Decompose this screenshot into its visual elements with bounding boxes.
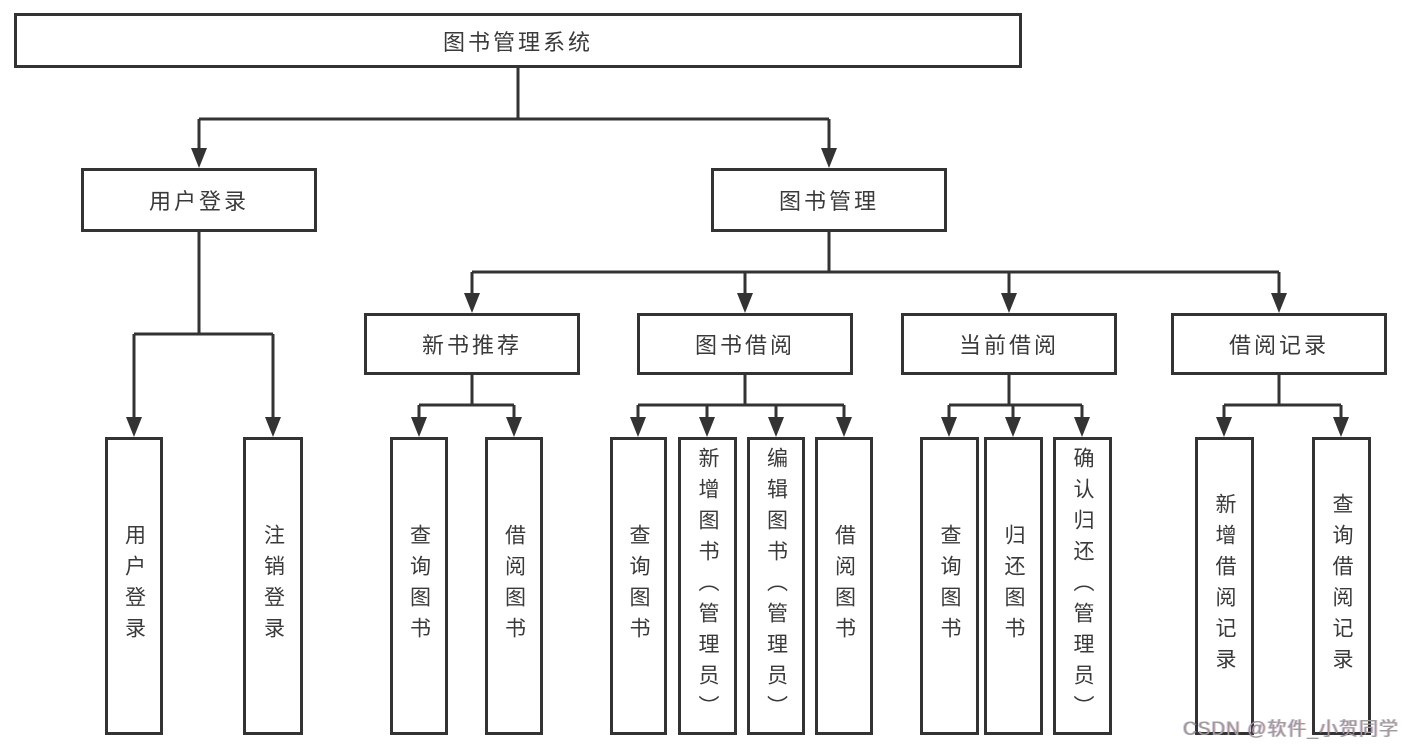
node-borrow-records-label: 借阅记录 — [1228, 333, 1329, 358]
node-borrow-records: 借阅记录 — [1171, 313, 1387, 375]
leaf-query-book-borrow: 查询图书 — [610, 437, 667, 735]
leaf-logout: 注销登录 — [243, 437, 303, 735]
leaf-confirm-return-admin: 确认归还（管理员） — [1053, 437, 1112, 735]
leaf-add-book-admin: 新增图书（管理员） — [678, 437, 737, 735]
node-root-label: 图书管理系统 — [442, 29, 593, 55]
leaf-add-borrow-record: 新增借阅记录 — [1195, 437, 1254, 735]
node-book-borrow-label: 图书借阅 — [694, 333, 795, 358]
leaf-borrow-book-recommend: 借阅图书 — [485, 437, 543, 735]
leaf-return-book: 归还图书 — [984, 437, 1043, 735]
node-new-book-recommend-label: 新书推荐 — [421, 333, 522, 358]
leaf-borrow-book: 借阅图书 — [815, 437, 873, 735]
node-root: 图书管理系统 — [14, 13, 1022, 68]
node-book-borrow: 图书借阅 — [637, 313, 853, 375]
node-book-management: 图书管理 — [711, 168, 947, 232]
leaf-edit-book-admin: 编辑图书（管理员） — [747, 437, 805, 735]
csdn-watermark: CSDN @软件_小贺同学 — [1183, 719, 1399, 740]
node-user-login: 用户登录 — [81, 168, 317, 232]
node-user-login-label: 用户登录 — [148, 189, 249, 214]
node-current-borrow-label: 当前借阅 — [958, 333, 1059, 358]
node-current-borrow: 当前借阅 — [901, 313, 1117, 375]
leaf-query-book-current: 查询图书 — [920, 437, 979, 735]
leaf-query-book-recommend: 查询图书 — [390, 437, 448, 735]
node-book-management-label: 图书管理 — [778, 189, 879, 214]
node-new-book-recommend: 新书推荐 — [364, 313, 580, 375]
leaf-user-login: 用户登录 — [105, 437, 163, 735]
leaf-query-borrow-record: 查询借阅记录 — [1312, 437, 1371, 735]
arrowheads — [126, 148, 1349, 437]
